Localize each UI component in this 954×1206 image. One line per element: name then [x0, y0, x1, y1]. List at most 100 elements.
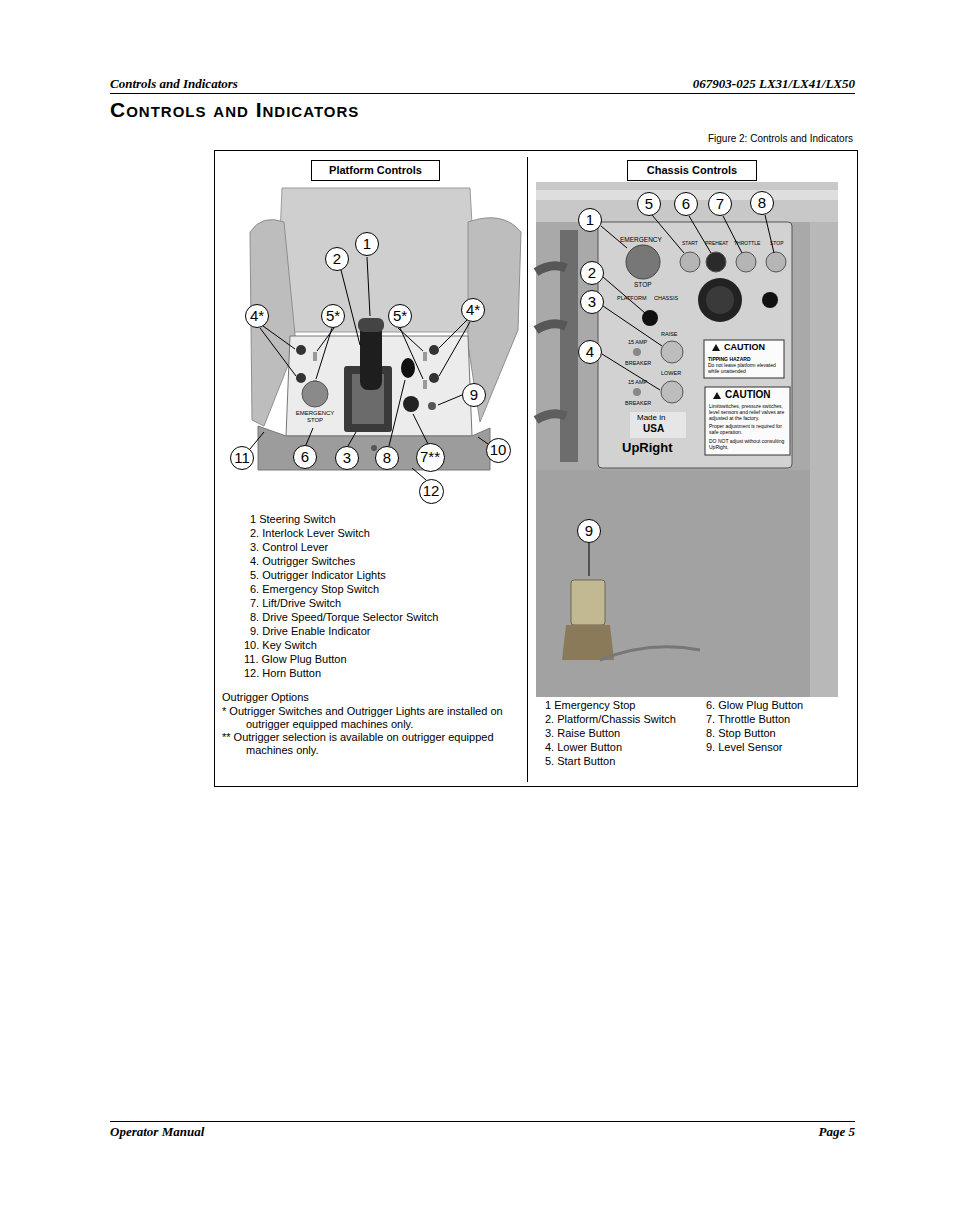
callout-circle: 5* — [388, 304, 412, 328]
callout-circle: 6 — [293, 445, 317, 469]
platform-photo — [429, 345, 439, 355]
leader-line — [263, 326, 295, 349]
platform-photo — [250, 188, 521, 470]
callout-circle: 2 — [325, 247, 349, 271]
header-box: Platform Controls — [311, 160, 440, 181]
chassis-photo — [661, 381, 683, 403]
callout-number: 9 — [585, 523, 593, 540]
platform-photo — [276, 188, 478, 332]
running-footer: Operator Manual — [110, 1124, 204, 1140]
chassis-photo — [633, 388, 641, 396]
list-item: 5. Start Button — [545, 755, 615, 768]
header-box: Chassis Controls — [627, 160, 757, 181]
chassis-photo — [706, 286, 734, 314]
callout-circle: 7 — [708, 192, 732, 216]
callout-circle: 3 — [335, 446, 359, 470]
leader-line — [723, 216, 742, 253]
panel-text: STOP — [634, 281, 652, 289]
leader-line — [348, 432, 356, 446]
panel-text: EMERGENCY — [620, 236, 662, 244]
chassis-photo — [571, 580, 605, 625]
leader-line — [389, 380, 405, 446]
rule-lines — [110, 1121, 855, 1122]
list-item: 7. Lift/Drive Switch — [250, 597, 341, 610]
callout-number: 4 — [586, 344, 594, 361]
list-item: 3. Raise Button — [545, 727, 620, 740]
chassis-photo — [810, 222, 838, 697]
leader-line — [478, 437, 488, 444]
chassis-photo — [598, 222, 792, 468]
list-item: 5. Outrigger Indicator Lights — [250, 569, 386, 582]
leader-line — [260, 328, 296, 376]
platform-photo — [302, 381, 328, 407]
chassis-photo — [536, 182, 838, 697]
page-title: Controls and Indicators — [110, 98, 359, 122]
chassis-photo — [736, 252, 756, 272]
list-item: 6. Emergency Stop Switch — [250, 583, 379, 596]
list-item: 8. Stop Button — [706, 727, 776, 740]
panel-text: BREAKER — [625, 360, 651, 367]
platform-photo — [429, 373, 439, 383]
figure-frame — [527, 157, 528, 782]
callout-circle: 8 — [375, 446, 399, 470]
figure-frame — [215, 151, 858, 787]
logo-text: USA — [643, 423, 664, 435]
list-item: 4. Outrigger Switches — [250, 555, 355, 568]
callout-circle: 9 — [462, 383, 486, 407]
callout-circle: 7** — [416, 443, 445, 472]
box-heading: Platform Controls — [329, 164, 422, 176]
page-number: Page 5 — [819, 1124, 855, 1140]
callout-number: 4* — [466, 302, 480, 319]
panel-text: 15 AMP — [628, 339, 647, 346]
list-item: 1 Emergency Stop — [545, 699, 636, 712]
chassis-photo — [712, 344, 720, 351]
warning-text: TIPPING HAZARD — [708, 356, 751, 362]
chassis-photo — [536, 324, 566, 330]
panel-text: Made in — [637, 413, 665, 423]
leader-line — [367, 257, 370, 316]
panel-text: EMERGENCY STOP — [295, 410, 335, 423]
leader-line — [316, 328, 332, 379]
chassis-photo — [630, 412, 686, 438]
callout-number: 12 — [423, 483, 440, 500]
callout-number: 5 — [645, 196, 653, 213]
leader-line — [603, 306, 662, 346]
warning-text: DO NOT adjust without consulting UpRight… — [709, 439, 787, 451]
panel-text: CHASSIS — [654, 295, 678, 302]
callout-number: 9 — [470, 387, 478, 404]
callout-circle: 4* — [461, 298, 485, 322]
list-item: 2. Interlock Lever Switch — [250, 527, 370, 540]
callout-number: 3 — [343, 450, 351, 467]
warning-text: Do not leave platform elevated while una… — [708, 363, 780, 375]
callout-circle: 4* — [245, 304, 269, 328]
callout-circle: 5* — [321, 304, 345, 328]
chassis-photo — [680, 252, 700, 272]
chassis-photo — [766, 252, 786, 272]
callout-number: 1 — [363, 236, 371, 253]
callout-circle: 10 — [486, 438, 511, 463]
chassis-photo — [704, 340, 784, 378]
box-heading: Chassis Controls — [647, 164, 737, 176]
platform-photo — [296, 345, 306, 355]
running-header: 067903-025 LX31/LX41/LX50 — [693, 76, 855, 92]
list-item: 9. Drive Enable Indicator — [250, 625, 370, 638]
chassis-photo — [562, 625, 614, 660]
platform-photo — [423, 380, 427, 389]
leader-line — [652, 215, 684, 253]
callout-number: 10 — [490, 442, 507, 459]
panel-text: PREHEAT — [705, 240, 728, 246]
figure-frame — [215, 151, 858, 787]
warning-text: Limitswitches, pressure switches, level … — [709, 404, 787, 421]
list-item: 8. Drive Speed/Torque Selector Switch — [250, 611, 438, 624]
platform-photo — [258, 426, 490, 470]
chassis-photo — [600, 647, 700, 660]
platform-photo — [423, 352, 427, 361]
leader-line — [413, 414, 428, 444]
chassis-photo — [626, 245, 660, 279]
chassis-photo — [713, 392, 721, 399]
callout-number: 4* — [250, 308, 264, 325]
rule-lines — [110, 93, 855, 94]
